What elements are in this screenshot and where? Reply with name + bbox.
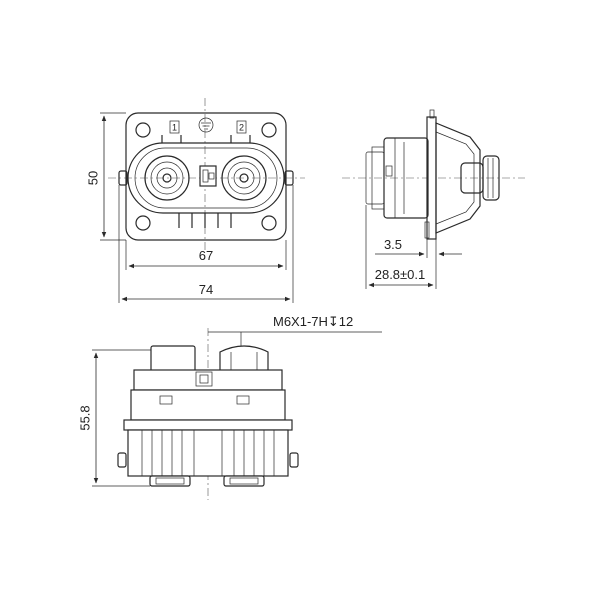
pin-2-label: 2: [239, 123, 244, 133]
mounting-hole-bottom-right: [261, 215, 277, 231]
front-view: 1 2: [85, 98, 305, 303]
dim-width-inner: 67: [199, 248, 213, 263]
mounting-hole-bottom-left: [135, 215, 151, 231]
ground-icon: [198, 117, 214, 133]
mounting-hole-top-right: [261, 122, 277, 138]
thread-spec-label: M6X1-7H↧12: [273, 314, 353, 329]
bottom-lower-housing: [127, 429, 289, 477]
dim-depth-side: 28.8±0.1: [375, 267, 426, 282]
right-terminal-boss: [219, 345, 269, 377]
bottom-flange: [123, 419, 293, 431]
contact-2: [221, 155, 267, 201]
dim-height-front: 50: [85, 171, 100, 185]
dim-offset-side: 3.5: [384, 237, 402, 252]
contact-1: [144, 155, 190, 201]
front-flange: [125, 112, 287, 241]
front-housing: [127, 142, 285, 214]
dim-height-bottom: 55.8: [77, 405, 92, 430]
dim-width-outer: 74: [199, 282, 213, 297]
pin-1-label: 1: [172, 123, 177, 133]
bottom-view: M6X1-7H↧12: [77, 314, 382, 500]
mounting-hole-top-left: [135, 122, 151, 138]
side-front-cone: [435, 122, 481, 234]
side-view: 3.5 28.8±0.1: [342, 109, 525, 289]
